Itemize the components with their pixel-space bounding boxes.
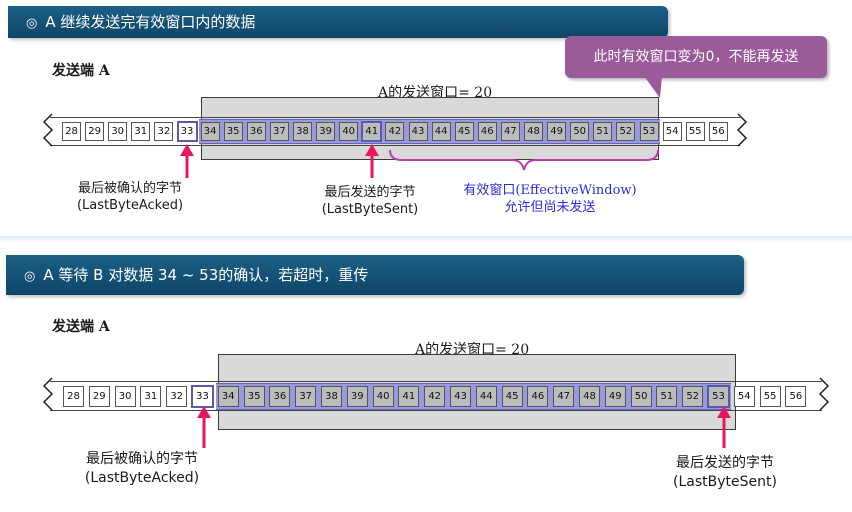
byte-cell-32: 32 — [166, 386, 188, 407]
byte-cell-54: 54 — [662, 122, 682, 141]
byte-cell-42: 42 — [424, 386, 446, 407]
byte-cell-40: 40 — [339, 122, 359, 141]
panel1-left-break-icon — [42, 113, 54, 147]
byte-cell-42: 42 — [385, 122, 405, 141]
byte-cell-53: 53 — [639, 122, 659, 141]
byte-cell-49: 49 — [547, 122, 567, 141]
byte-cell-41: 41 — [398, 386, 420, 407]
byte-cell-31: 31 — [131, 122, 151, 141]
panel2-acked-caption: 最后被确认的字节 (LastByteAcked) — [84, 451, 200, 486]
byte-cell-40: 40 — [372, 386, 394, 407]
byte-cell-41: 41 — [361, 121, 383, 142]
panel1-byte-track — [50, 117, 740, 146]
bullet-icon: ◎ — [26, 16, 38, 31]
panel1-sent-arrow-icon — [365, 144, 379, 178]
byte-cell-45: 45 — [501, 386, 523, 407]
byte-cell-33: 33 — [176, 121, 198, 142]
panel1-effective-caption: 有效窗口(EffectiveWindow) 允许但尚未发送 — [463, 183, 637, 215]
panel2-header: ◎ A 等待 B 对数据 34 ~ 53的确认，若超时，重传 — [6, 255, 744, 295]
panel1-callout-text: 此时有效窗口变为0，不能再发送 — [593, 49, 799, 65]
byte-cell-34: 34 — [217, 386, 239, 407]
byte-cell-32: 32 — [154, 122, 174, 141]
byte-cell-36: 36 — [246, 122, 266, 141]
byte-cell-35: 35 — [223, 122, 243, 141]
byte-cell-56: 56 — [708, 122, 728, 141]
byte-cell-38: 38 — [293, 122, 312, 141]
panel1-header: ◎ A 继续发送完有效窗口内的数据 — [8, 6, 668, 38]
byte-cell-47: 47 — [553, 386, 575, 407]
panel1-acked-caption: 最后被确认的字节 (LastByteAcked) — [76, 181, 184, 213]
panel2-sent-arrow-icon — [717, 406, 731, 448]
bullet-icon: ◎ — [24, 269, 36, 284]
byte-cell-38: 38 — [321, 386, 342, 407]
panel2-byte-track — [50, 381, 822, 411]
byte-cell-35: 35 — [243, 386, 265, 407]
callout-pointer-icon — [644, 76, 662, 98]
byte-cell-45: 45 — [454, 122, 474, 141]
byte-cell-56: 56 — [785, 386, 807, 407]
panel1-effective-brace-icon — [389, 149, 659, 171]
byte-cell-55: 55 — [685, 122, 705, 141]
panel-continue-sending: ◎A 继续发送完有效窗口内的数据 发送端 A A的发送窗口= 20 此时有效窗口… — [0, 0, 852, 236]
byte-cell-44: 44 — [475, 386, 497, 407]
byte-cell-29: 29 — [85, 122, 105, 141]
byte-cell-36: 36 — [269, 386, 291, 407]
byte-cell-53: 53 — [707, 385, 730, 408]
byte-cell-51: 51 — [593, 122, 613, 141]
panel2-sent-band — [215, 383, 731, 410]
byte-cell-28: 28 — [62, 122, 81, 141]
panel1-sender-label: 发送端 A — [52, 63, 110, 79]
panel2-left-break-icon — [42, 377, 54, 411]
panel-wait-for-ack: ◎A 等待 B 对数据 34 ~ 53的确认，若超时，重传 发送端 A A的发送… — [0, 242, 852, 506]
byte-cell-31: 31 — [140, 386, 162, 407]
byte-cell-43: 43 — [450, 386, 471, 407]
panel-divider — [0, 236, 852, 242]
byte-cell-39: 39 — [316, 122, 336, 141]
panel1-sent-band — [198, 119, 661, 144]
panel2-right-break-icon — [818, 377, 830, 411]
byte-cell-51: 51 — [656, 386, 678, 407]
byte-cell-39: 39 — [346, 386, 368, 407]
byte-cell-54: 54 — [733, 386, 755, 407]
byte-cell-48: 48 — [524, 122, 543, 141]
byte-cell-44: 44 — [431, 122, 451, 141]
panel1-callout: 此时有效窗口变为0，不能再发送 — [565, 36, 827, 78]
byte-cell-52: 52 — [616, 122, 636, 141]
byte-cell-55: 55 — [759, 386, 781, 407]
byte-cell-37: 37 — [295, 386, 317, 407]
panel1-acked-arrow-icon — [180, 144, 194, 178]
byte-cell-52: 52 — [682, 386, 704, 407]
byte-cell-50: 50 — [570, 122, 590, 141]
byte-cell-33: 33 — [191, 385, 214, 408]
byte-cell-50: 50 — [630, 386, 652, 407]
byte-cell-49: 49 — [604, 386, 626, 407]
panel1-header-text: A 继续发送完有效窗口内的数据 — [45, 13, 256, 31]
byte-cell-46: 46 — [527, 386, 549, 407]
panel1-sent-caption: 最后发送的字节 (LastByteSent) — [321, 185, 419, 217]
byte-cell-48: 48 — [579, 386, 600, 407]
panel2-sent-caption: 最后发送的字节 (LastByteSent) — [673, 455, 777, 490]
byte-cell-28: 28 — [63, 386, 84, 407]
byte-cell-37: 37 — [269, 122, 289, 141]
panel1-right-break-icon — [736, 113, 748, 147]
byte-cell-47: 47 — [500, 122, 520, 141]
byte-cell-34: 34 — [200, 122, 220, 141]
panel2-acked-arrow-icon — [197, 406, 211, 448]
byte-cell-46: 46 — [477, 122, 497, 141]
byte-cell-29: 29 — [88, 386, 110, 407]
byte-cell-30: 30 — [114, 386, 136, 407]
panel2-header-text: A 等待 B 对数据 34 ~ 53的确认，若超时，重传 — [43, 266, 369, 284]
byte-cell-43: 43 — [408, 122, 428, 141]
byte-cell-30: 30 — [108, 122, 128, 141]
panel2-sender-label: 发送端 A — [52, 319, 110, 335]
